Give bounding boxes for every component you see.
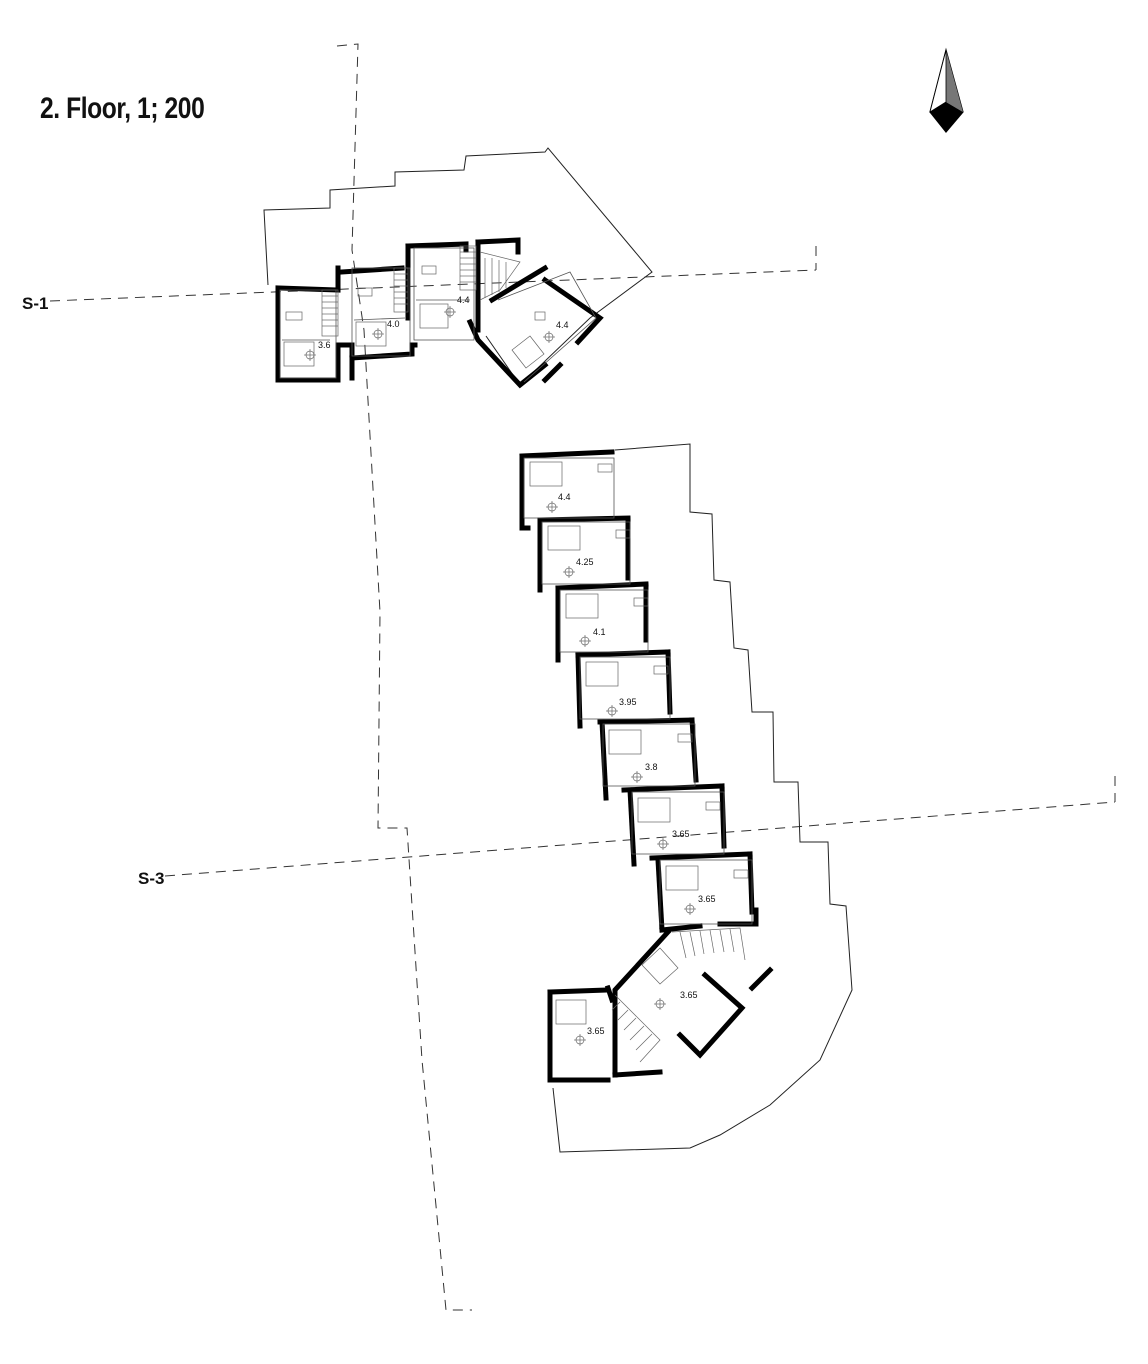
section-label-s1: S-1: [22, 294, 49, 313]
room-labels: 3.6 4.0 4.4 4.4 4.4 4.25 4.1 3.95 3.8 3.…: [318, 295, 716, 1036]
room-label: 4.4: [457, 295, 470, 305]
site-outline-south: [552, 443, 853, 1153]
room-label: 4.4: [558, 492, 571, 502]
room-label: 3.65: [587, 1026, 605, 1036]
north-arrow-icon: [929, 47, 964, 133]
room-label: 3.65: [672, 829, 690, 839]
north-block-walls: [275, 237, 604, 389]
site-outline-north: [263, 147, 653, 386]
room-label: 3.6: [318, 340, 331, 350]
north-block-details: [279, 245, 597, 383]
room-label: 4.4: [556, 320, 569, 330]
room-label: 4.1: [593, 627, 606, 637]
room-label: 4.0: [387, 319, 400, 329]
room-label: 3.65: [680, 990, 698, 1000]
section-line-s1: [49, 269, 817, 302]
south-block-details: [523, 457, 753, 1063]
room-label: 3.8: [645, 762, 658, 772]
property-line-dashed: [336, 43, 472, 1311]
section-label-s3: S-3: [138, 869, 165, 888]
room-label: 4.25: [576, 557, 594, 567]
room-label: 3.95: [619, 697, 637, 707]
drawing-title: 2. Floor, 1; 200: [40, 92, 205, 125]
room-label: 3.65: [698, 894, 716, 904]
level-markers: [304, 306, 696, 1046]
section-line-s3: [164, 801, 1116, 877]
